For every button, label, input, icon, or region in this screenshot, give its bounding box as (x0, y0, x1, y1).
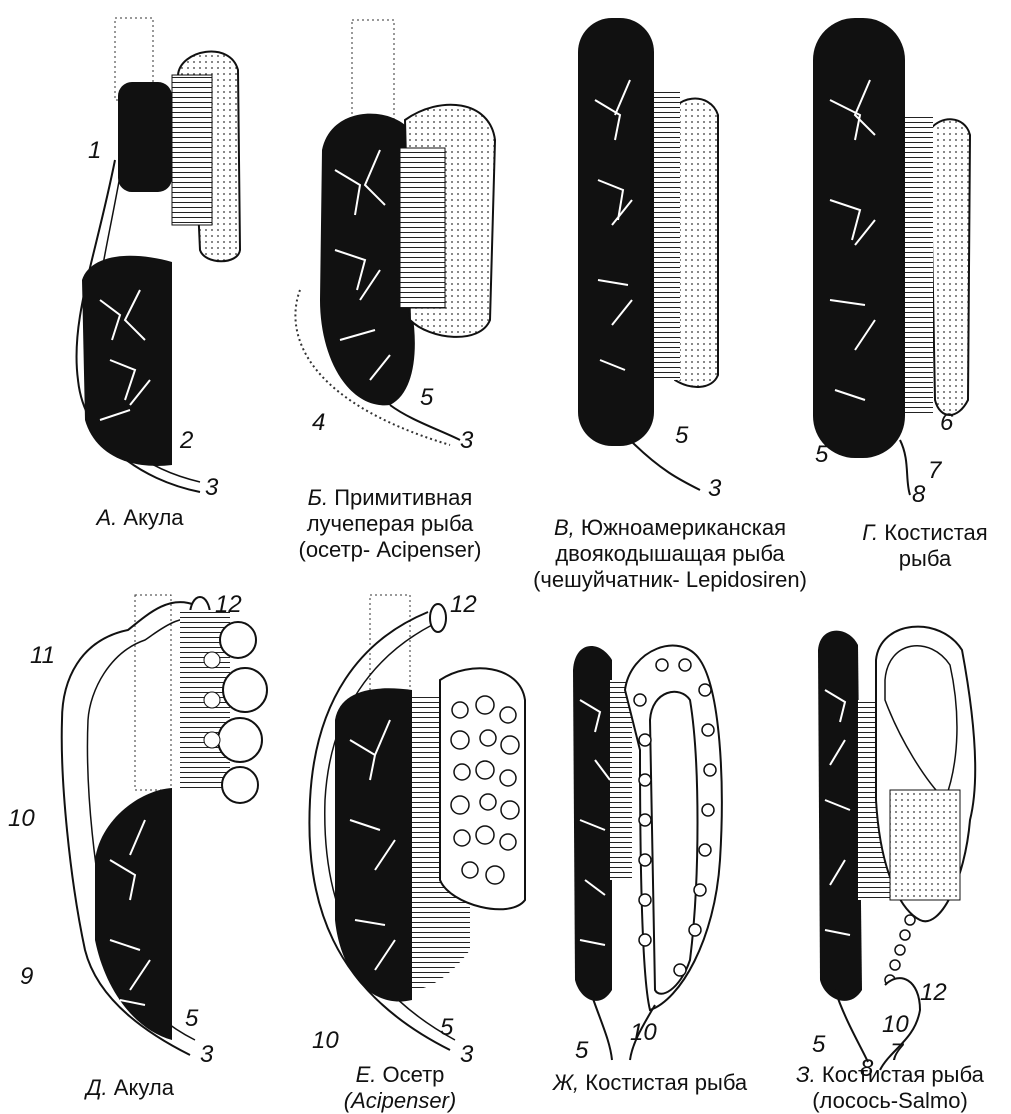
label-7: 7 (928, 457, 943, 484)
label-11: 11 (30, 642, 55, 669)
label-5: 5 (575, 1037, 589, 1064)
label-10: 10 (630, 1019, 657, 1046)
label-8: 8 (912, 481, 926, 508)
duct (630, 440, 700, 490)
kidney (573, 646, 612, 1001)
testis-inner-outline (650, 692, 698, 994)
caption-d: Д. Акула (60, 1075, 200, 1101)
kidney-lower (82, 256, 172, 466)
caption-line: Костистая рыба (822, 1062, 984, 1087)
panel-d-drawing: 12 11 10 9 5 3 (8, 591, 267, 1068)
caption-line: двоякодышащая рыба (520, 541, 820, 567)
caption-e: Е. Осетр (Acipenser) (320, 1062, 480, 1114)
caption-line: Костистая (884, 520, 987, 545)
caption-line: лучеперая рыба (265, 511, 515, 537)
label-3: 3 (205, 474, 219, 501)
testis-dense-region (890, 790, 960, 900)
duct (900, 440, 910, 495)
caption-line: Акула (114, 1075, 174, 1100)
caption-letter: З. (796, 1062, 816, 1087)
kidney-segment-dotted (135, 595, 171, 790)
label-12: 12 (450, 591, 477, 618)
panel-v-drawing: 5 3 (578, 18, 722, 502)
label-10: 10 (312, 1027, 339, 1054)
caption-g: Г. Костистая рыба (840, 520, 1010, 572)
testis-tubules (400, 148, 445, 308)
label-3: 3 (460, 427, 474, 454)
label-5: 5 (440, 1014, 454, 1041)
caption-line: Костистая рыба (585, 1070, 747, 1095)
panel-zh-drawing: 5 10 (573, 646, 722, 1064)
kidney (818, 631, 862, 1001)
kidney-segment-dotted (352, 20, 394, 120)
testis-tubules (172, 75, 212, 225)
label-6: 6 (940, 409, 954, 436)
label-5: 5 (185, 1005, 199, 1032)
kidney (578, 18, 654, 446)
label-9: 9 (20, 963, 33, 990)
caption-letter: Е. (356, 1062, 377, 1087)
caption-line: Акула (123, 505, 183, 530)
label-3: 3 (708, 475, 722, 502)
mesentery-hatch (610, 680, 632, 880)
duct (590, 990, 612, 1060)
kidney-upper (118, 82, 172, 192)
caption-zh: Ж, Костистая рыба (540, 1070, 760, 1096)
label-10: 10 (8, 805, 35, 832)
label-3: 3 (200, 1041, 214, 1068)
caption-line: Примитивная (334, 485, 472, 510)
caption-letter: Б. (308, 485, 328, 510)
label-5: 5 (420, 384, 434, 411)
panel-b-drawing: 4 5 3 (295, 20, 495, 454)
testis-hatch (905, 115, 933, 415)
caption-letter: Г. (862, 520, 878, 545)
panel-a-drawing: 1 2 3 (76, 18, 240, 501)
panel-z-drawing: 12 10 5 7 8 (812, 627, 975, 1082)
caption-letter: Д. (86, 1075, 108, 1100)
panel-g-drawing: 6 5 7 8 (813, 18, 970, 508)
label-5: 5 (812, 1031, 826, 1058)
caption-letter: Ж, (553, 1070, 579, 1095)
caption-line: (Acipenser) (320, 1088, 480, 1114)
label-1: 1 (88, 137, 101, 164)
label-5: 5 (815, 441, 829, 468)
caption-line: Осетр (382, 1062, 444, 1087)
caption-line: рыба (840, 546, 1010, 572)
duct (835, 990, 868, 1062)
kidney (813, 18, 905, 458)
caption-letter: А. (96, 505, 117, 530)
caption-z: З. Костистая рыба (лосось-Salmo) (775, 1062, 1005, 1114)
label-10: 10 (882, 1011, 909, 1038)
seminal-cells (885, 915, 915, 985)
label-4: 4 (312, 409, 325, 436)
caption-letter: В, (554, 515, 575, 540)
label-5: 5 (675, 422, 689, 449)
caption-a: А. Акула (70, 505, 210, 531)
caption-b: Б. Примитивная лучеперая рыба (осетр- Ac… (265, 485, 515, 563)
kidney (335, 688, 412, 1001)
label-12: 12 (215, 591, 242, 618)
testis-outline (930, 119, 970, 415)
label-2: 2 (179, 427, 193, 454)
caption-line: (осетр- Acipenser) (265, 537, 515, 563)
caption-line: (лосось-Salmo) (775, 1088, 1005, 1114)
caption-v: В, Южноамериканская двоякодышащая рыба (… (520, 515, 820, 593)
label-12: 12 (920, 979, 947, 1006)
seminal-opening (430, 604, 446, 632)
caption-line: (чешуйчатник- Lepidosiren) (520, 567, 820, 593)
testis-tubules (654, 90, 680, 380)
panel-e-drawing: 12 10 5 3 (309, 591, 525, 1068)
caption-line: Южноамериканская (581, 515, 786, 540)
